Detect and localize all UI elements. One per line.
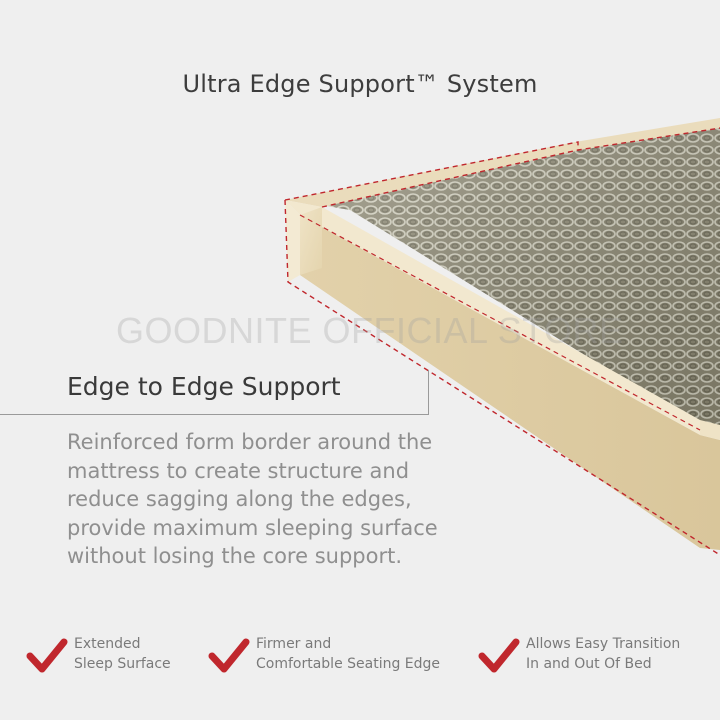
feature-label-line1: Allows Easy Transition [526, 636, 681, 652]
back-foam-rim [285, 118, 720, 207]
left-foam-rail [285, 200, 700, 435]
feature-label-line2: In and Out Of Bed [526, 656, 652, 672]
feature-label: Extended Sleep Surface [74, 634, 171, 674]
feature-label: Firmer and Comfortable Seating Edge [256, 634, 440, 674]
check-icon [478, 638, 520, 673]
feature-item-easy-transition: Allows Easy Transition In and Out Of Bed [478, 632, 680, 682]
side-panel [300, 215, 720, 550]
feature-label-line1: Extended [74, 636, 141, 652]
feature-label-line2: Comfortable Seating Edge [256, 656, 441, 672]
check-icon [26, 638, 68, 673]
page-title: Ultra Edge Support™ System [182, 70, 538, 98]
heading-frame [0, 370, 429, 415]
feature-list: Extended Sleep Surface Firmer and Comfor… [0, 632, 720, 682]
feature-label-line2: Sleep Surface [74, 656, 171, 672]
section-description: Reinforced form border around the mattre… [67, 430, 438, 568]
edge-outline [284, 141, 579, 201]
watermark: GOODNITE OFFICIAL STORE [116, 310, 624, 351]
feature-label: Allows Easy Transition In and Out Of Bed [526, 634, 680, 674]
check-icon [208, 638, 250, 673]
feature-label-line1: Firmer and [256, 636, 332, 652]
feature-item-seating-edge: Firmer and Comfortable Seating Edge [208, 632, 440, 682]
section-heading: Edge to Edge Support [67, 372, 341, 401]
corner-face [285, 200, 300, 282]
feature-item-extended-surface: Extended Sleep Surface [26, 632, 171, 682]
